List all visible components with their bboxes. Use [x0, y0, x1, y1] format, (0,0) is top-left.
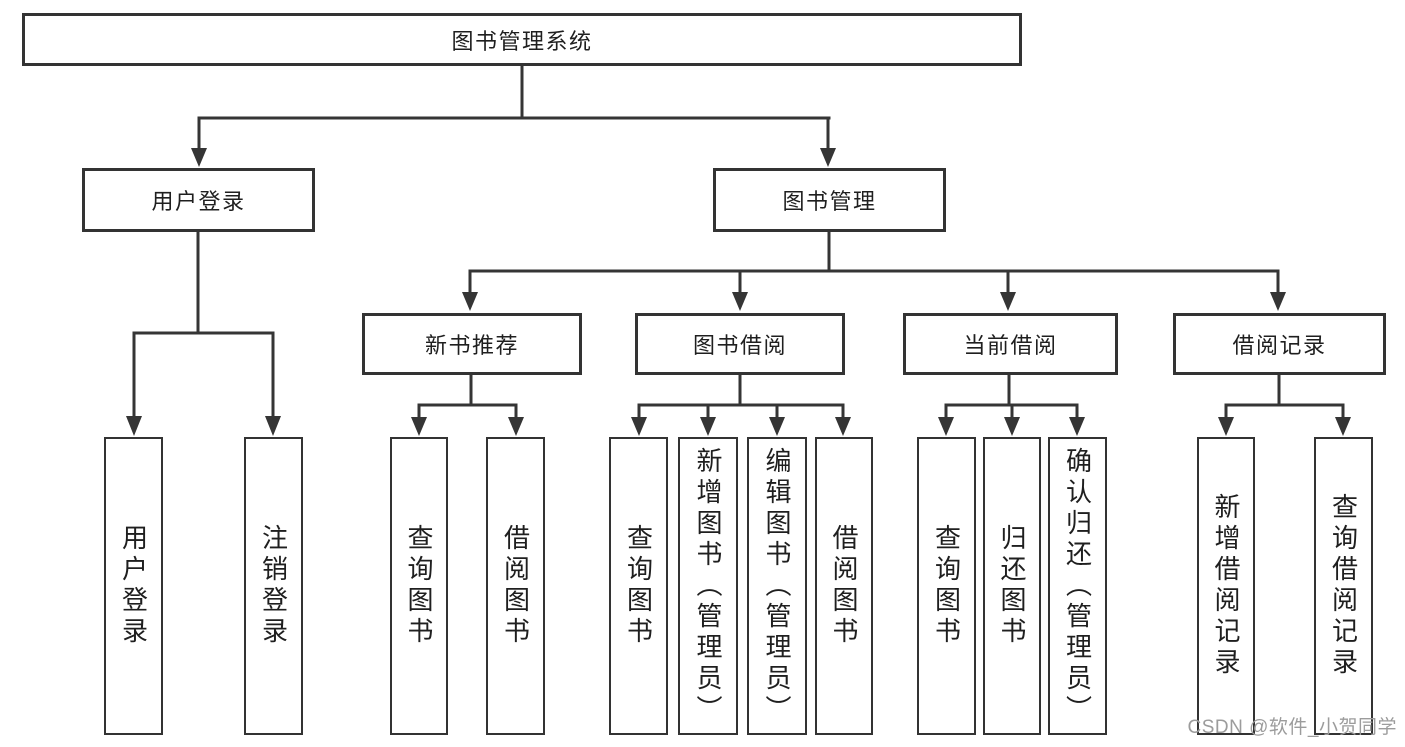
- node-label: 新增借阅记录: [1211, 493, 1241, 679]
- node-edit-book-admin: 编辑图书（管理员）: [747, 437, 807, 735]
- node-borrow-books: 借阅图书: [486, 437, 545, 735]
- arrow-down-icon: [835, 417, 851, 436]
- node-label: 当前借阅: [963, 333, 1058, 358]
- node-label: 借阅记录: [1232, 333, 1327, 358]
- arrow-down-icon: [1270, 292, 1286, 311]
- arrow-down-icon: [191, 148, 207, 167]
- node-label: 查询图书: [404, 524, 434, 648]
- node-return-books: 归还图书: [983, 437, 1041, 735]
- arrow-down-icon: [1004, 417, 1020, 436]
- arrow-down-icon: [265, 416, 281, 436]
- node-label: 图书借阅: [692, 333, 787, 358]
- node-label: 借阅图书: [500, 524, 531, 648]
- node-query-books: 查询图书: [917, 437, 976, 735]
- arrow-down-icon: [938, 417, 954, 436]
- csdn-watermark: CSDN @软件_小贺同学: [1187, 717, 1397, 738]
- node-label: 用户登录: [118, 524, 149, 648]
- node-logout: 注销登录: [244, 437, 303, 735]
- arrow-down-icon: [462, 292, 478, 311]
- node-user-login: 用户登录: [82, 168, 315, 232]
- arrow-down-icon: [769, 417, 785, 436]
- node-label: 确认归还（管理员）: [1062, 446, 1093, 726]
- node-query-books: 查询图书: [390, 437, 448, 735]
- node-label: 编辑图书（管理员）: [762, 446, 792, 726]
- node-label: 图书管理系统: [451, 28, 593, 54]
- node-new-book-recommend: 新书推荐: [362, 313, 582, 375]
- node-book-borrow: 图书借阅: [635, 313, 845, 375]
- arrow-down-icon: [1335, 417, 1351, 436]
- node-query-borrow-record: 查询借阅记录: [1314, 437, 1373, 735]
- node-query-books: 查询图书: [609, 437, 668, 735]
- node-label: 查询图书: [623, 524, 654, 648]
- node-label: 用户登录: [151, 189, 246, 214]
- arrow-down-icon: [508, 417, 524, 436]
- arrow-down-icon: [732, 292, 748, 311]
- node-label: 注销登录: [258, 524, 289, 648]
- arrow-down-icon: [126, 416, 142, 436]
- node-add-book-admin: 新增图书（管理员）: [678, 437, 738, 735]
- node-label: 新增图书（管理员）: [693, 446, 723, 726]
- node-label: 查询图书: [931, 524, 962, 648]
- node-user-login-leaf: 用户登录: [104, 437, 163, 735]
- node-label: 新书推荐: [424, 333, 519, 358]
- arrow-down-icon: [1000, 292, 1016, 311]
- arrow-down-icon: [700, 417, 716, 436]
- node-borrow-record: 借阅记录: [1173, 313, 1386, 375]
- node-library-management-system: 图书管理系统: [22, 13, 1022, 66]
- node-label: 查询借阅记录: [1328, 493, 1359, 679]
- node-book-management: 图书管理: [713, 168, 946, 232]
- arrow-down-icon: [1218, 417, 1234, 436]
- arrow-down-icon: [820, 148, 836, 167]
- node-label: 借阅图书: [829, 524, 859, 648]
- node-confirm-return-admin: 确认归还（管理员）: [1048, 437, 1107, 735]
- arrow-down-icon: [631, 417, 647, 436]
- node-add-borrow-record: 新增借阅记录: [1197, 437, 1255, 735]
- node-label: 归还图书: [997, 524, 1027, 648]
- node-label: 图书管理: [782, 189, 877, 214]
- arrow-down-icon: [411, 417, 427, 436]
- node-borrow-books: 借阅图书: [815, 437, 873, 735]
- arrow-down-icon: [1069, 417, 1085, 436]
- node-current-borrow: 当前借阅: [903, 313, 1118, 375]
